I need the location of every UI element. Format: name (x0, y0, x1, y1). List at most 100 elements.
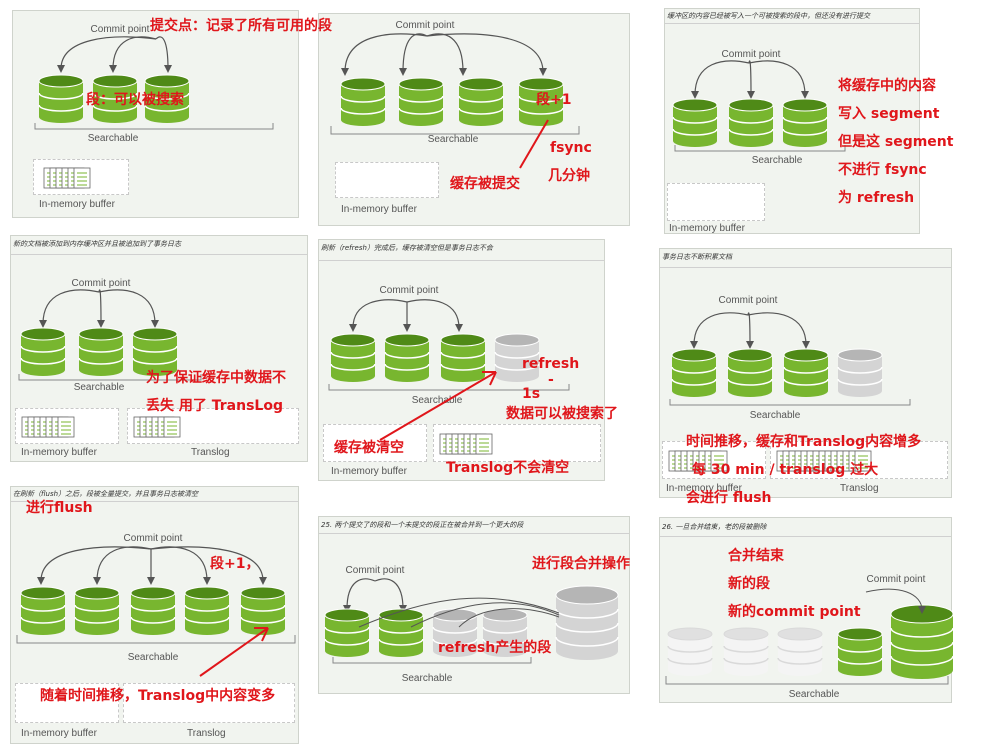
commit-arrow-line (748, 60, 806, 96)
panel-caption: 刷新（refresh）完成后，缓存被清空但是事务日志不会 (321, 244, 493, 252)
commit-arrow-line (747, 312, 751, 346)
panel-write-segment-no-commit: 缓冲区的内容已经被写入一个可被搜索的段中，但还没有进行提交 Commit poi… (664, 8, 920, 234)
segment-cylinder (837, 627, 883, 676)
commit-arrow-line (98, 289, 156, 325)
panel-translog-accumulates: 事务日志不断积累文档 Commit point Searchable In-me… (659, 248, 952, 498)
translog-box (770, 441, 948, 479)
panel-segment-merge: 25. 两个提交了的段和一个未提交的段正在被合并到一个更大的段 Commit p… (318, 516, 630, 694)
commit-arrow-line (865, 588, 923, 611)
commit-arrow-line (748, 60, 752, 96)
translog-box (123, 683, 295, 723)
commit-arrow-line (346, 578, 376, 610)
commit-point-label: Commit point (866, 574, 926, 585)
caption-divider (11, 254, 307, 255)
annotation-buffer-cleared: 缓存被清空 (334, 440, 404, 456)
annotation-p3-line-1: 将缓存中的内容 (838, 78, 936, 94)
annotation-segment-plus-one: 段+1 (536, 92, 572, 108)
big-segment-cylinder (555, 585, 619, 660)
translog-docs-icon (439, 433, 493, 455)
commit-arrow-head (203, 577, 211, 585)
big-segment-cylinder (890, 604, 953, 679)
old-segment-group (667, 627, 823, 676)
panel-commit-point-overview: Commit point Searchable In-memory buffer (12, 10, 299, 218)
segment-cylinder (782, 98, 828, 147)
segment-cylinder (458, 77, 504, 126)
translog-docs-icon (776, 450, 872, 472)
doc-sheet-icon (57, 416, 75, 438)
segment-cylinder (432, 608, 478, 657)
commit-arrow-head (801, 91, 809, 99)
segment-cylinder (672, 98, 718, 147)
annotation-p3-line-5: 为 refresh (838, 190, 915, 206)
in-memory-buffer-box (662, 441, 766, 479)
segment-cylinder (74, 586, 120, 635)
searchable-label: Searchable (127, 652, 179, 663)
translog-box (433, 424, 601, 462)
commit-arrow-line (747, 312, 807, 346)
annotation-data-searchable: 数据可以被搜索了 (506, 406, 618, 422)
annotation-one-second: 1s (522, 386, 541, 402)
annotation-p6-line-1: 时间推移，缓存和Translog内容增多 (686, 434, 922, 450)
annotation-p9-line-1: 合并结束 (728, 548, 784, 564)
commit-point-label: Commit point (71, 278, 131, 289)
panel-caption: 25. 两个提交了的段和一个未提交的段正在被合并到一个更大的段 (321, 521, 524, 529)
commit-arrow-line (426, 33, 544, 73)
in-memory-buffer-box (33, 159, 129, 195)
searchable-label: Searchable (751, 155, 803, 166)
commit-arrows (57, 36, 172, 73)
panel-7-diagram (16, 546, 296, 644)
commit-arrow-line (402, 33, 428, 73)
buffer-docs-icon (43, 167, 91, 189)
panel-caption: 在刷新（flush）之后，段被全量提交，并且事务日志被清空 (13, 490, 199, 498)
searchable-label: Searchable (749, 410, 801, 421)
in-memory-buffer-label: In-memory buffer (21, 447, 97, 458)
commit-arrow-head (747, 91, 755, 99)
doc-sheet-icon (73, 167, 91, 189)
commit-arrow-line (150, 546, 208, 582)
annotation-translog-not-cleared: Translog不会清空 (446, 460, 570, 476)
translog-label: Translog (191, 447, 230, 458)
commit-arrow-line (42, 289, 100, 325)
merged-segment (890, 604, 953, 679)
segment-cylinder (184, 586, 230, 635)
in-memory-buffer-label: In-memory buffer (341, 204, 417, 215)
merge-line-1 (358, 597, 560, 628)
segment-cylinder (384, 333, 430, 382)
searchable-label: Searchable (411, 395, 463, 406)
panel-commit: Commit point Searchable In-memory buffer (318, 13, 630, 226)
annotation-buffer-committed: 缓存被提交 (450, 176, 520, 192)
panel-caption: 事务日志不断积累文档 (662, 253, 732, 261)
buffer-docs-icon (668, 450, 728, 472)
commit-arrow-head (918, 606, 926, 614)
searchable-bracket (332, 657, 532, 664)
segment-group (38, 74, 190, 123)
in-memory-buffer-box (335, 162, 439, 198)
segment-cylinder (340, 77, 386, 126)
commit-arrow-head (259, 577, 267, 585)
in-memory-buffer-label: In-memory buffer (331, 466, 407, 477)
commit-arrow-head (399, 68, 407, 76)
commit-point-label: Commit point (379, 285, 439, 296)
commit-arrow-head (93, 577, 101, 585)
segment-group (330, 333, 540, 382)
commit-arrows (690, 312, 810, 349)
commit-arrow-line (693, 312, 749, 346)
commit-arrow-head (109, 65, 117, 73)
commit-arrow-head (57, 65, 65, 73)
panel-4-diagram (18, 289, 202, 381)
in-memory-buffer-box (15, 408, 119, 444)
segment-cylinder (440, 333, 486, 382)
searchable-bracket (16, 635, 296, 644)
segment-cylinder (494, 333, 540, 382)
annotation-refresh: refresh (522, 356, 580, 372)
translog-docs-icon (133, 416, 181, 438)
commit-arrows (341, 33, 547, 76)
searchable-label: Searchable (401, 673, 453, 684)
doc-sheet-icon (163, 416, 181, 438)
commit-arrow-head (403, 324, 411, 332)
commit-point-label: Commit point (123, 533, 183, 544)
merge-line-3 (458, 608, 560, 628)
commit-arrow-line (98, 289, 102, 325)
commit-arrow-head (349, 324, 357, 332)
segment-cylinder (783, 348, 829, 397)
